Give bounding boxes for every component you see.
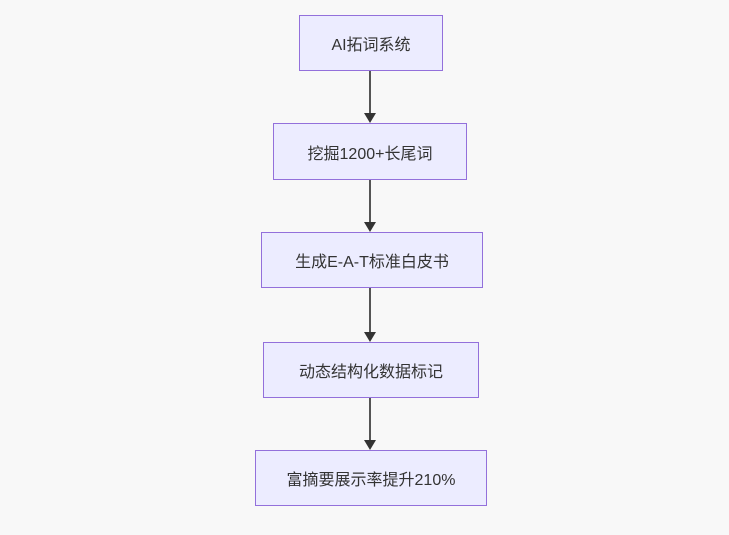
flowchart-node-longtail-mining: 挖掘1200+长尾词 (273, 123, 467, 180)
arrowhead-down-icon (364, 440, 376, 450)
node-label: 生成E-A-T标准白皮书 (295, 254, 449, 271)
node-label: 富摘要展示率提升210% (286, 472, 456, 489)
arrowhead-down-icon (364, 222, 376, 232)
flowchart-edge-4 (364, 398, 376, 450)
edge-line (369, 180, 371, 222)
arrowhead-down-icon (364, 332, 376, 342)
flowchart-edge-3 (364, 288, 376, 342)
node-label: AI拓词系统 (331, 37, 411, 54)
flowchart-node-eat-whitepaper: 生成E-A-T标准白皮书 (261, 232, 483, 288)
node-label: 动态结构化数据标记 (298, 364, 443, 381)
flowchart-node-structured-data-markup: 动态结构化数据标记 (263, 342, 479, 398)
node-label: 挖掘1200+长尾词 (307, 145, 433, 163)
edge-line (369, 398, 371, 440)
flowchart-node-rich-snippet-result: 富摘要展示率提升210% (255, 450, 487, 506)
edge-line (369, 71, 371, 113)
edge-line (369, 288, 371, 332)
flowchart-edge-2 (364, 180, 376, 232)
arrowhead-down-icon (364, 113, 376, 123)
flowchart-edge-1 (364, 71, 376, 123)
flowchart-node-ai-word-expansion: AI拓词系统 (299, 15, 443, 71)
